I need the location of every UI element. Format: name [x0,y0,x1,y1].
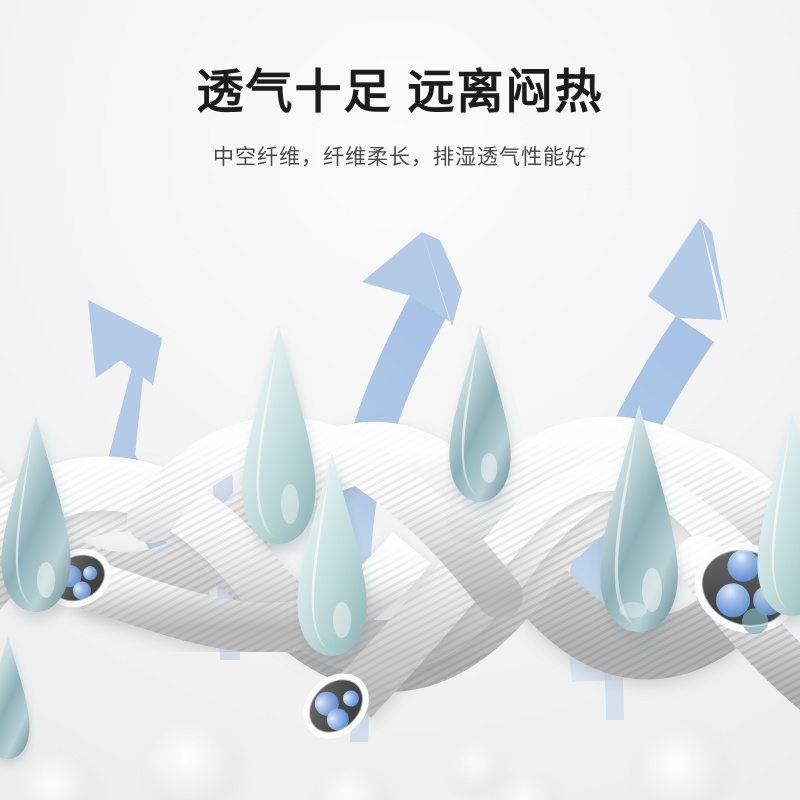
water-droplet [757,412,800,616]
fiber-strand-cut-left [78,531,432,654]
fiber-strand-front-b [333,438,766,718]
airflow-arrow-center [333,232,462,622]
water-droplet [242,326,316,544]
fiber-strand-loop-upper [127,417,523,619]
water-droplet [0,636,30,760]
fiber-end-center [303,673,369,739]
water-droplet [297,452,367,656]
page-title: 透气十足 远离闷热 [196,65,604,118]
water-droplet [449,326,511,502]
heading-block: 透气十足 远离闷热 中空纤维，纤维柔长，排湿透气性能好 [0,0,800,171]
water-droplet [600,404,678,632]
page-subtitle: 中空纤维，纤维柔长，排湿透气性能好 [213,146,587,170]
water-droplet [1,416,71,612]
